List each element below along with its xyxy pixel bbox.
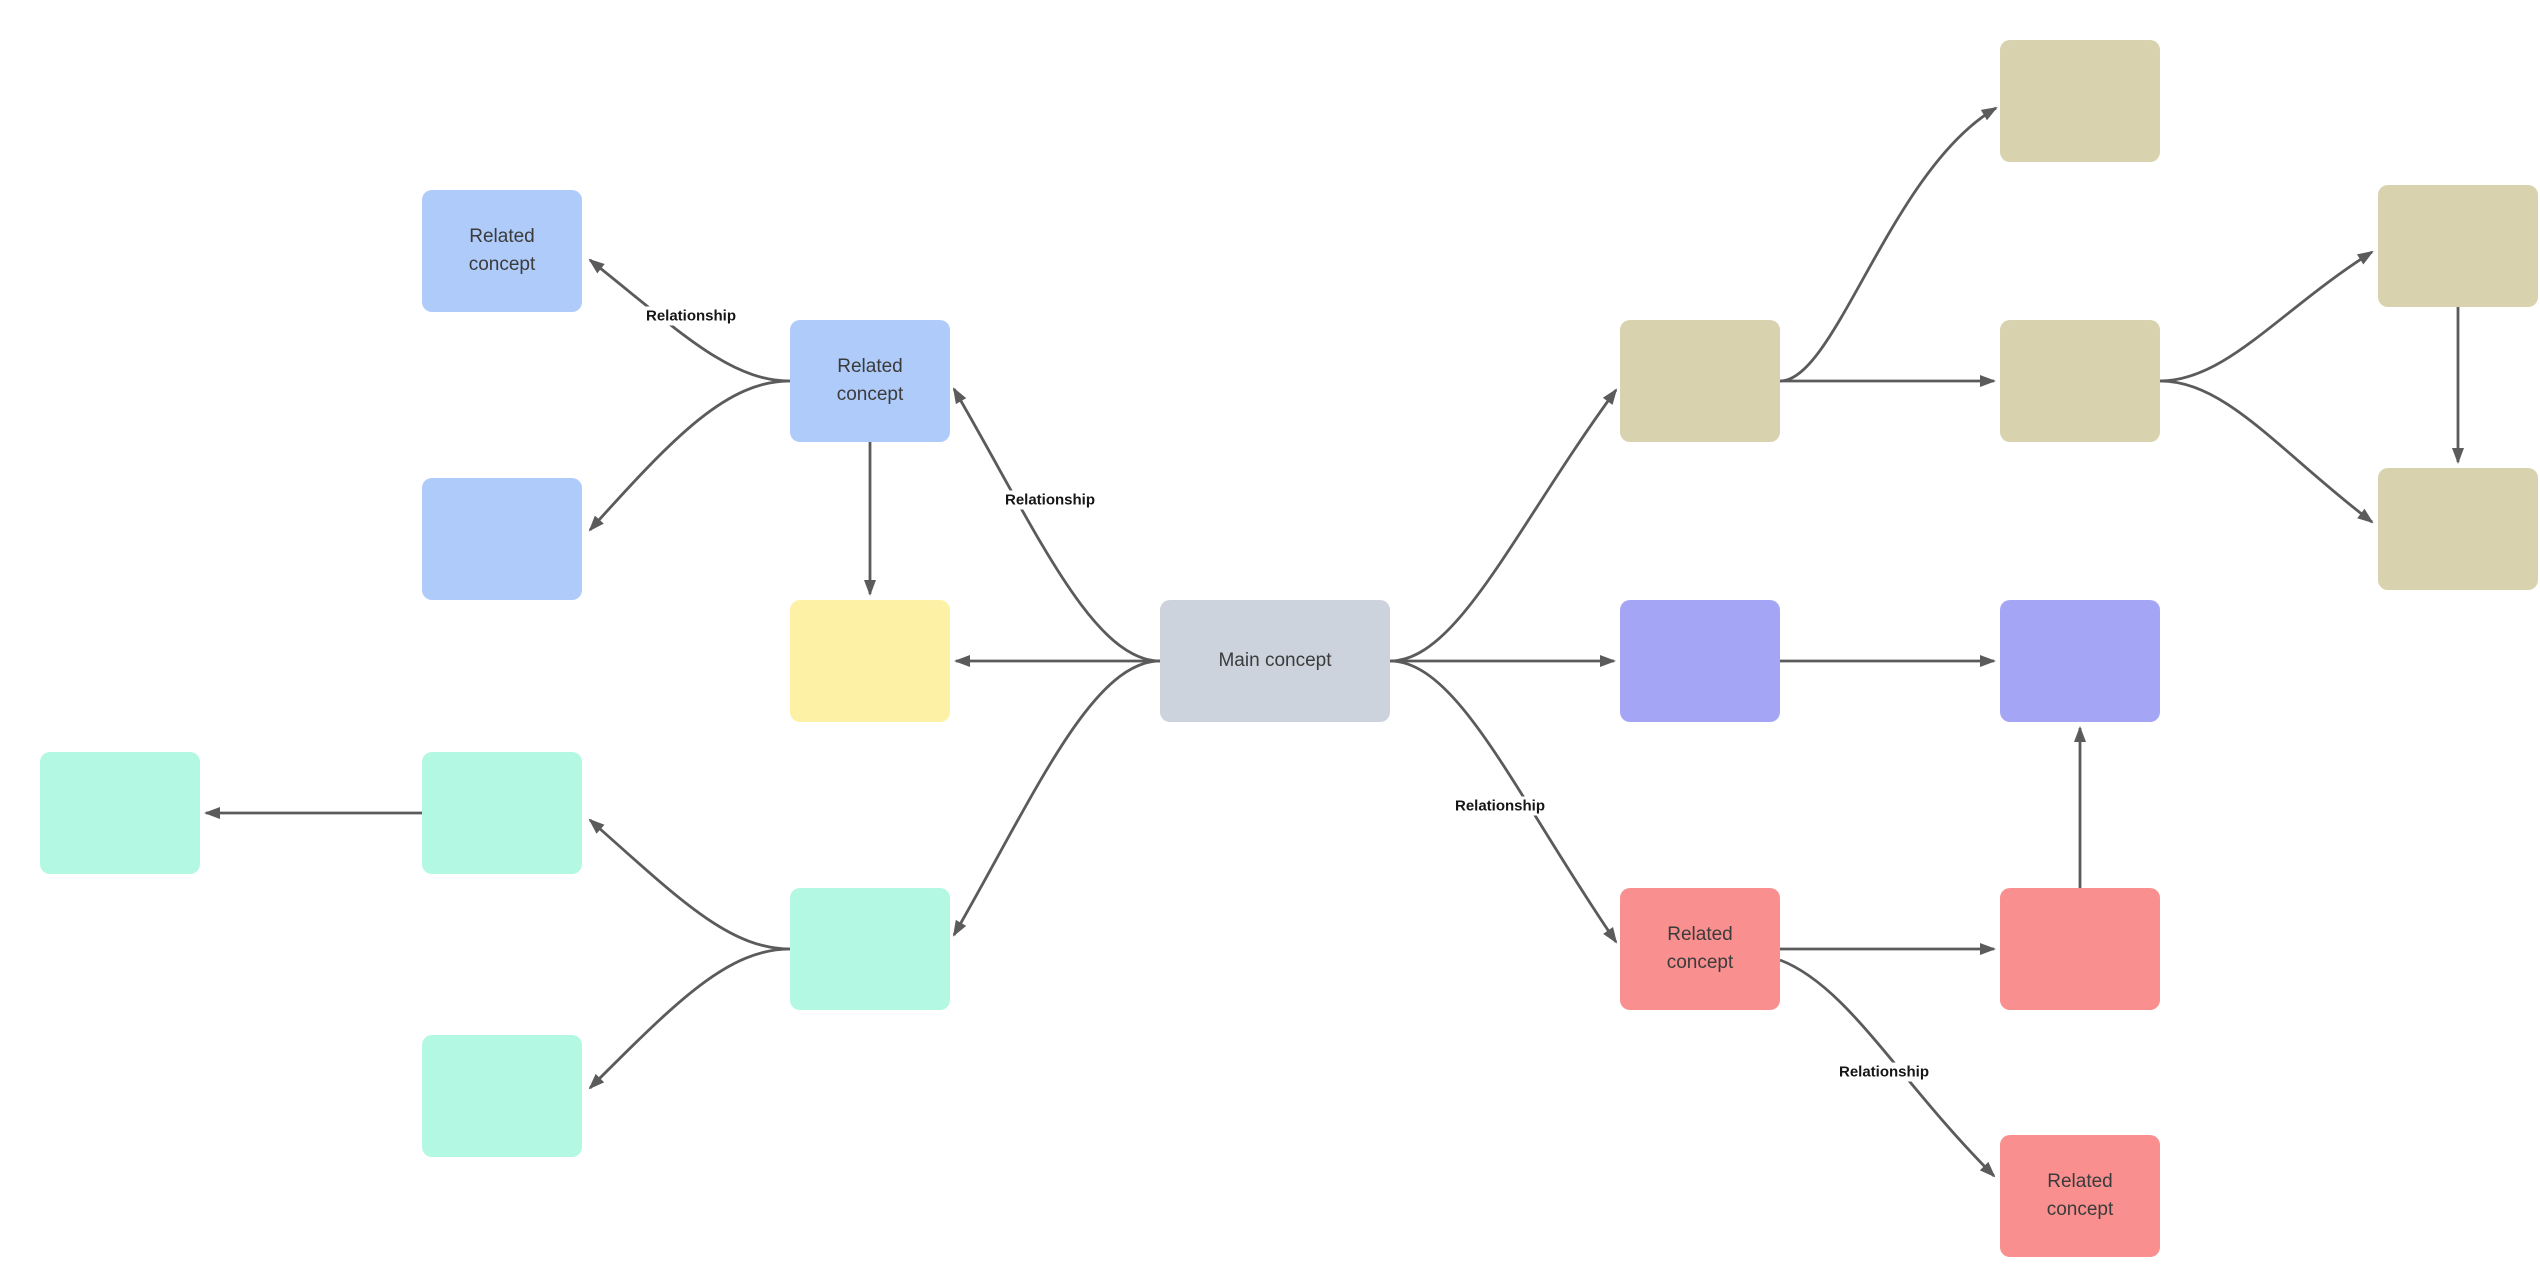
- edge-label-relationship-main-red[interactable]: Relationship: [1450, 796, 1550, 816]
- node-label: Related concept: [468, 225, 536, 276]
- edge-blue-parent-to-blue-child: [588, 379, 791, 532]
- node-teal-parent[interactable]: [790, 888, 950, 1010]
- node-red-bottom[interactable]: Related concept: [2000, 1135, 2160, 1257]
- node-tan-right-bottom[interactable]: [2378, 468, 2538, 590]
- edge-tan-parent-to-tan-top: [1779, 106, 1998, 383]
- edge-main-to-blue-parent: [952, 387, 1161, 663]
- node-yellow[interactable]: [790, 600, 950, 722]
- node-blue-child[interactable]: [422, 478, 582, 600]
- node-purple-left[interactable]: [1620, 600, 1780, 722]
- edge-teal-parent-to-teal-bottom: [588, 947, 791, 1090]
- node-red-right[interactable]: [2000, 888, 2160, 1010]
- node-label: Related concept: [836, 355, 904, 406]
- edge-tan-mid-to-tan-right-top: [2159, 250, 2374, 383]
- edge-label-relationship-red-bottom[interactable]: Relationship: [1834, 1062, 1934, 1082]
- node-tan-mid[interactable]: [2000, 320, 2160, 442]
- node-red-parent[interactable]: Related concept: [1620, 888, 1780, 1010]
- edge-teal-parent-to-teal-mid: [588, 818, 791, 951]
- node-tan-top[interactable]: [2000, 40, 2160, 162]
- edge-main-to-teal-parent: [952, 659, 1161, 937]
- node-label: Related concept: [1666, 923, 1734, 974]
- node-main-concept[interactable]: Main concept: [1160, 600, 1390, 722]
- node-teal-bottom[interactable]: [422, 1035, 582, 1157]
- node-label: Related concept: [2046, 1170, 2114, 1221]
- node-tan-parent[interactable]: [1620, 320, 1780, 442]
- node-blue-parent[interactable]: Related concept: [790, 320, 950, 442]
- edge-label-relationship-blue[interactable]: Relationship: [641, 306, 741, 326]
- node-teal-mid[interactable]: [422, 752, 582, 874]
- node-tan-right-top[interactable]: [2378, 185, 2538, 307]
- edge-label-relationship-main-blue[interactable]: Relationship: [1000, 490, 1100, 510]
- node-blue-top[interactable]: Related concept: [422, 190, 582, 312]
- edge-main-to-tan-parent: [1389, 388, 1618, 663]
- node-label: Main concept: [1218, 649, 1332, 671]
- edge-tan-mid-to-tan-right-bottom: [2159, 379, 2374, 524]
- node-purple-right[interactable]: [2000, 600, 2160, 722]
- node-teal-far[interactable]: [40, 752, 200, 874]
